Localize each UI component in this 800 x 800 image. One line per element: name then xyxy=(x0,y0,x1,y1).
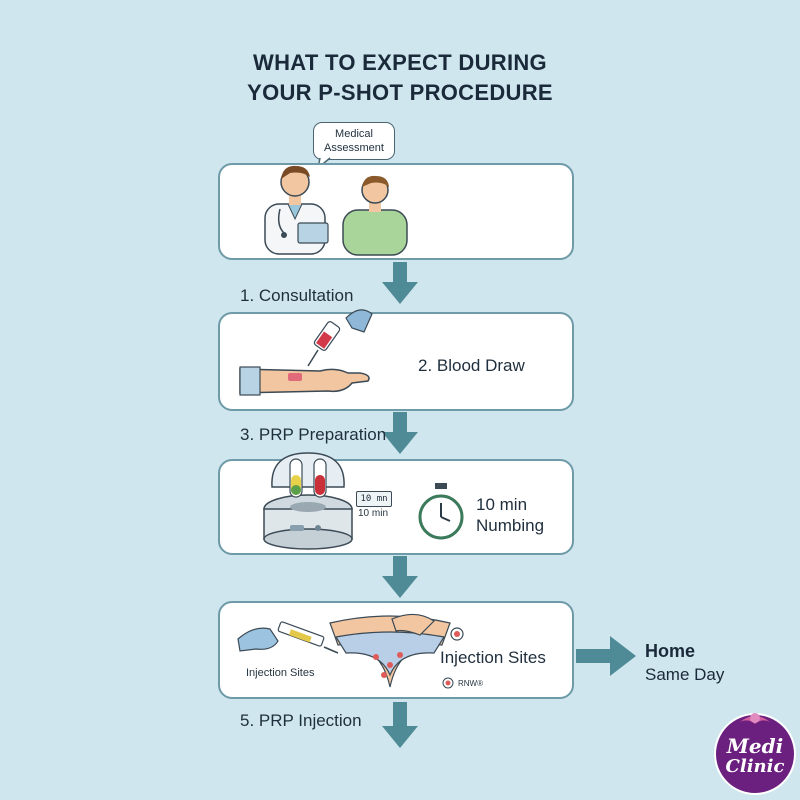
title-line-1: WHAT TO EXPECT DURING xyxy=(253,50,547,75)
timer-caption: 10 min xyxy=(358,508,389,519)
clinic-logo-icon xyxy=(714,713,796,795)
logo-line-1: Medi xyxy=(726,734,784,758)
flow-arrow-1 xyxy=(382,262,418,304)
body-icon xyxy=(329,613,451,688)
syringe-icon xyxy=(307,309,373,367)
page-title: WHAT TO EXPECT DURING YOUR P-SHOT PROCED… xyxy=(0,48,800,108)
home-subtitle: Same Day xyxy=(645,665,725,684)
blood-draw-card: 2. Blood Draw xyxy=(218,309,574,411)
step-label-prp-preparation: 3. PRP Preparation xyxy=(240,425,387,444)
flow-arrow-4 xyxy=(382,702,418,748)
home-title: Home xyxy=(645,641,696,661)
injection-right-label: Injection Sites xyxy=(440,648,546,667)
title-line-2: YOUR P-SHOT PROCEDURE xyxy=(247,80,553,105)
consultation-card xyxy=(218,163,574,260)
step-label-prp-injection: 5. PRP Injection xyxy=(240,711,362,730)
blood-draw-text: 2. Blood Draw xyxy=(418,356,525,375)
patient-icon xyxy=(342,175,408,256)
bubble-line-1: Medical xyxy=(335,128,373,140)
glove-hand-icon xyxy=(237,621,339,654)
flow-arrow-3 xyxy=(382,556,418,598)
injection-left-label: Injection Sites xyxy=(246,667,315,679)
logo-line-2: Clinic xyxy=(725,756,785,777)
injection-site-icon xyxy=(450,627,464,641)
timer-display-box: 10 mn xyxy=(356,491,392,507)
prp-preparation-card: 10 mn 10 min 10 min Numbing xyxy=(218,452,574,555)
home-arrow xyxy=(576,636,636,676)
doctor-icon xyxy=(264,165,329,255)
marker-icon xyxy=(442,677,454,689)
prp-injection-card: Injection Sites Injection Sites RNW® xyxy=(218,601,574,699)
timer-display: 10 mn xyxy=(360,494,388,504)
bubble-line-2: Assessment xyxy=(324,142,384,154)
stopwatch-icon xyxy=(418,483,464,540)
numbing-line-2: Numbing xyxy=(476,516,545,535)
step-label-consultation: 1. Consultation xyxy=(240,286,354,305)
test-tube-icon xyxy=(289,458,327,498)
marker-caption: RNW® xyxy=(458,679,483,688)
numbing-line-1: 10 min xyxy=(476,495,528,514)
flow-arrow-2 xyxy=(382,412,418,454)
speech-bubble: Medical Assessment xyxy=(313,122,395,160)
arm-icon xyxy=(239,366,370,396)
